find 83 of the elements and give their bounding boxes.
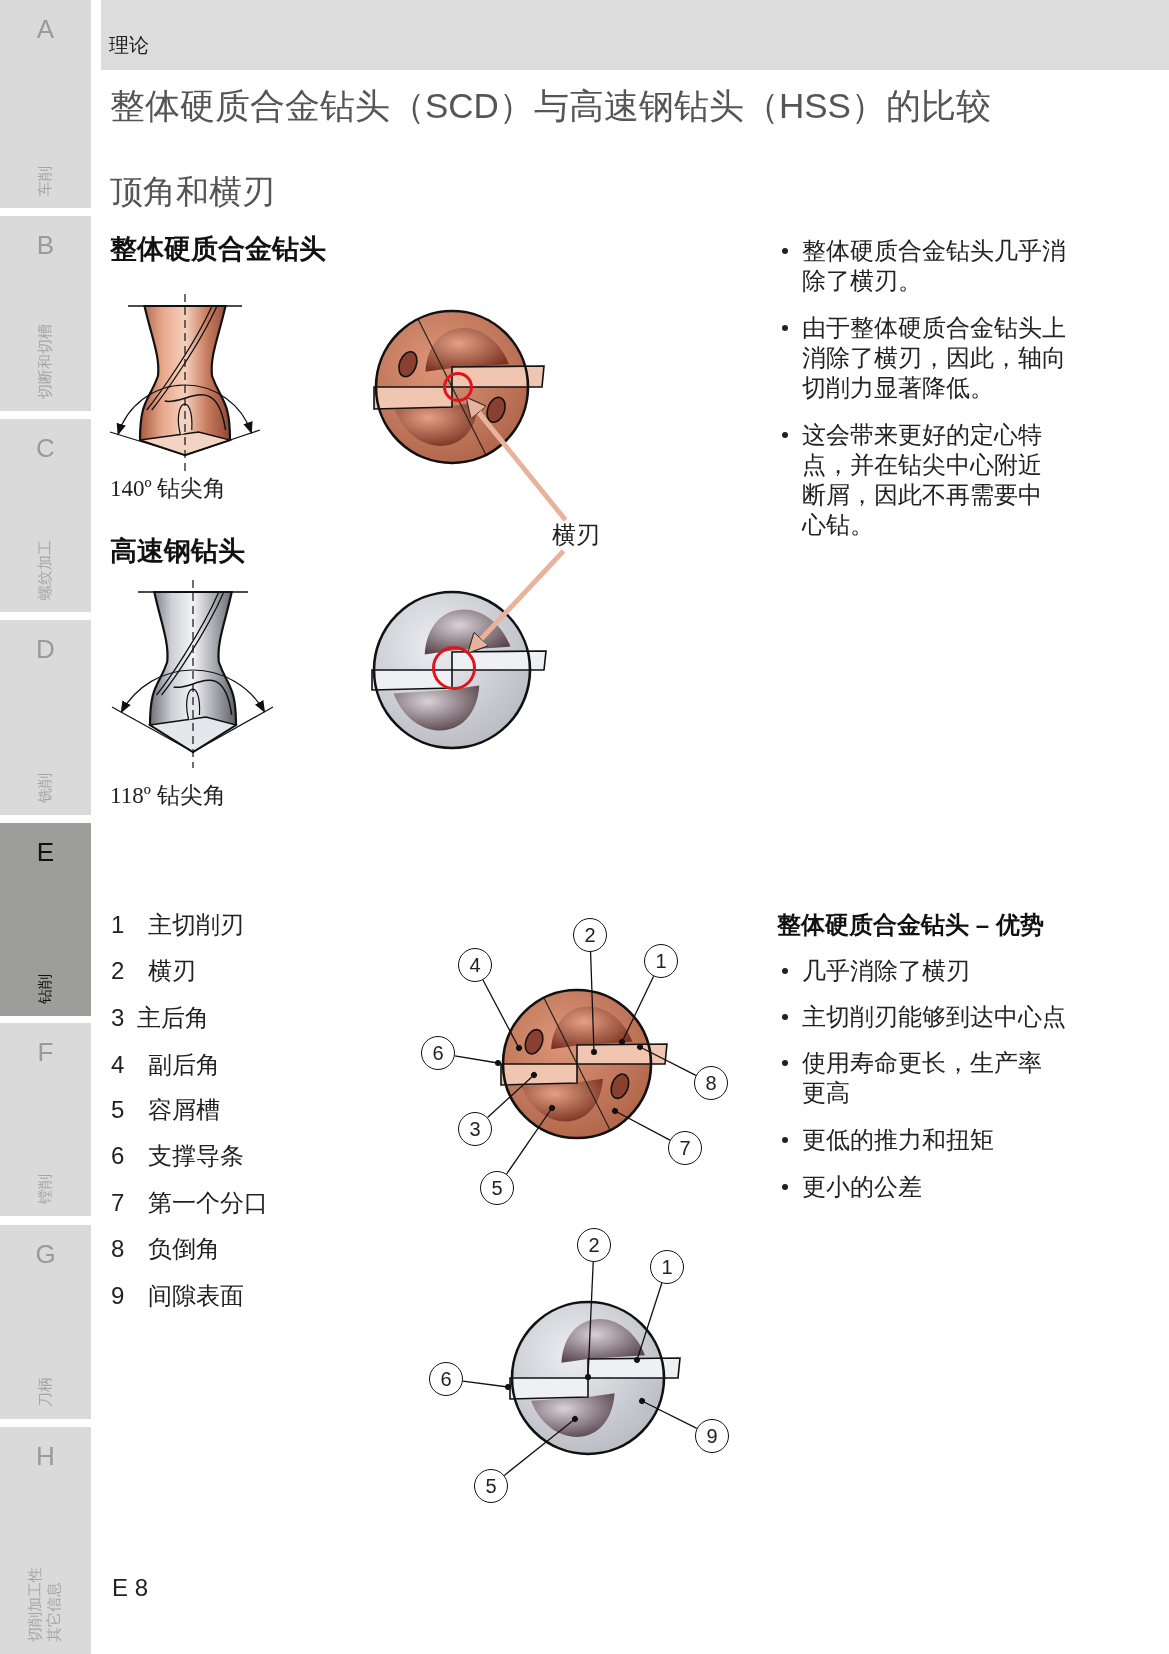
sub-heading: 整体硬质合金钻头 – 优势 bbox=[777, 910, 1044, 940]
section-tab bbox=[0, 419, 91, 612]
list-number: 2 bbox=[111, 956, 125, 986]
bullet-text: 整体硬质合金钻头几乎消除了横刃。 bbox=[802, 236, 1067, 296]
leader-line bbox=[639, 1398, 698, 1430]
leader-line bbox=[589, 951, 597, 1055]
list-text: 支撑导条 bbox=[148, 1141, 244, 1171]
list-number: 1 bbox=[111, 910, 125, 940]
sub-heading: 高速钢钻头 bbox=[110, 535, 245, 568]
highlight-ring bbox=[443, 372, 473, 402]
callout-number: 5 bbox=[474, 1469, 508, 1503]
figure-caption: 140º 钻尖角 bbox=[110, 475, 227, 503]
leader-line bbox=[503, 1416, 578, 1477]
list-text: 主切削刃 bbox=[148, 910, 244, 940]
section-tab bbox=[0, 0, 91, 208]
bullet-text: 几乎消除了横刃 bbox=[802, 956, 971, 986]
leader-line bbox=[612, 1108, 671, 1141]
bullet-text: 更小的公差 bbox=[802, 1172, 923, 1202]
list-number: 8 bbox=[111, 1234, 125, 1264]
tab-label: 钻削 bbox=[35, 974, 54, 1004]
page-title: 整体硬质合金钻头（SCD）与高速钢钻头（HSS）的比较 bbox=[110, 85, 991, 127]
callout-number: 1 bbox=[650, 1250, 684, 1284]
tab-letter: B bbox=[35, 230, 56, 261]
figure-caption: 118º 钻尖角 bbox=[110, 782, 226, 810]
section-tab bbox=[0, 620, 91, 815]
tab-letter: E bbox=[35, 837, 56, 868]
bullet-text: 由于整体硬质合金钻头上消除了横刃，因此，轴向切削力显著降低。 bbox=[802, 313, 1067, 403]
list-text: 负倒角 bbox=[148, 1234, 220, 1264]
list-text: 容屑槽 bbox=[148, 1095, 220, 1125]
list-text: 副后角 bbox=[148, 1050, 220, 1080]
leader-line bbox=[506, 1105, 555, 1175]
list-number: 7 bbox=[111, 1188, 125, 1218]
bullet-text: 这会带来更好的定心特点，并在钻尖中心附近断屑，因此不再需要中心钻。 bbox=[802, 420, 1043, 540]
callout-number: 3 bbox=[458, 1112, 492, 1146]
leader-line bbox=[486, 1072, 537, 1119]
callout-number: 8 bbox=[694, 1066, 728, 1100]
tab-letter: D bbox=[35, 634, 56, 665]
section-heading: 顶角和横刃 bbox=[110, 172, 275, 212]
header-band bbox=[101, 0, 1169, 70]
list-number: 4 bbox=[111, 1050, 125, 1080]
bullet-text: 使用寿命更长，生产率更高 bbox=[802, 1048, 1043, 1108]
section-tab bbox=[0, 216, 91, 411]
list-text: 第一个分口 bbox=[148, 1188, 268, 1218]
callout-number: 6 bbox=[429, 1362, 463, 1396]
section-label: 理论 bbox=[109, 33, 149, 58]
section-tab bbox=[0, 1225, 91, 1419]
leader-line bbox=[482, 979, 522, 1051]
list-text: 主后角 bbox=[137, 1003, 209, 1033]
callout-number: 7 bbox=[668, 1131, 702, 1165]
tab-letter: G bbox=[34, 1239, 57, 1270]
callout-number: 2 bbox=[577, 1228, 611, 1262]
list-text: 间隙表面 bbox=[148, 1281, 244, 1311]
tab-letter: F bbox=[36, 1037, 55, 1068]
list-number: 9 bbox=[111, 1281, 125, 1311]
callout-number: 5 bbox=[480, 1171, 514, 1205]
section-tab bbox=[0, 1023, 91, 1216]
callout-number: 6 bbox=[421, 1036, 455, 1070]
tab-letter: C bbox=[35, 433, 56, 464]
leader-line bbox=[634, 1282, 663, 1363]
page-number: E 8 bbox=[112, 1573, 149, 1603]
leader-line bbox=[462, 1380, 511, 1390]
leader-line bbox=[454, 1055, 501, 1066]
leader-line bbox=[637, 1044, 697, 1076]
pointer-arrow bbox=[467, 549, 566, 654]
bullet-text: 主切削刃能够到达中心点 bbox=[802, 1002, 1067, 1032]
list-text: 横刃 bbox=[148, 956, 196, 986]
highlight-ring bbox=[432, 646, 476, 690]
section-tab bbox=[0, 1427, 91, 1654]
list-number: 3 bbox=[111, 1003, 125, 1033]
tab-letter: A bbox=[35, 14, 56, 45]
sub-heading: 整体硬质合金钻头 bbox=[110, 233, 326, 266]
list-number: 5 bbox=[111, 1095, 125, 1125]
section-tab bbox=[0, 823, 91, 1016]
callout-number: 9 bbox=[695, 1419, 729, 1453]
pointer-arrow bbox=[465, 396, 568, 522]
leader-line bbox=[585, 1261, 594, 1380]
list-number: 6 bbox=[111, 1141, 125, 1171]
callout-number: 4 bbox=[458, 948, 492, 982]
callout-number: 1 bbox=[644, 944, 678, 978]
tab-letter: H bbox=[35, 1441, 56, 1472]
callout-label: 横刃 bbox=[552, 520, 604, 551]
callout-number: 2 bbox=[573, 918, 607, 952]
bullet-text: 更低的推力和扭矩 bbox=[802, 1125, 995, 1155]
